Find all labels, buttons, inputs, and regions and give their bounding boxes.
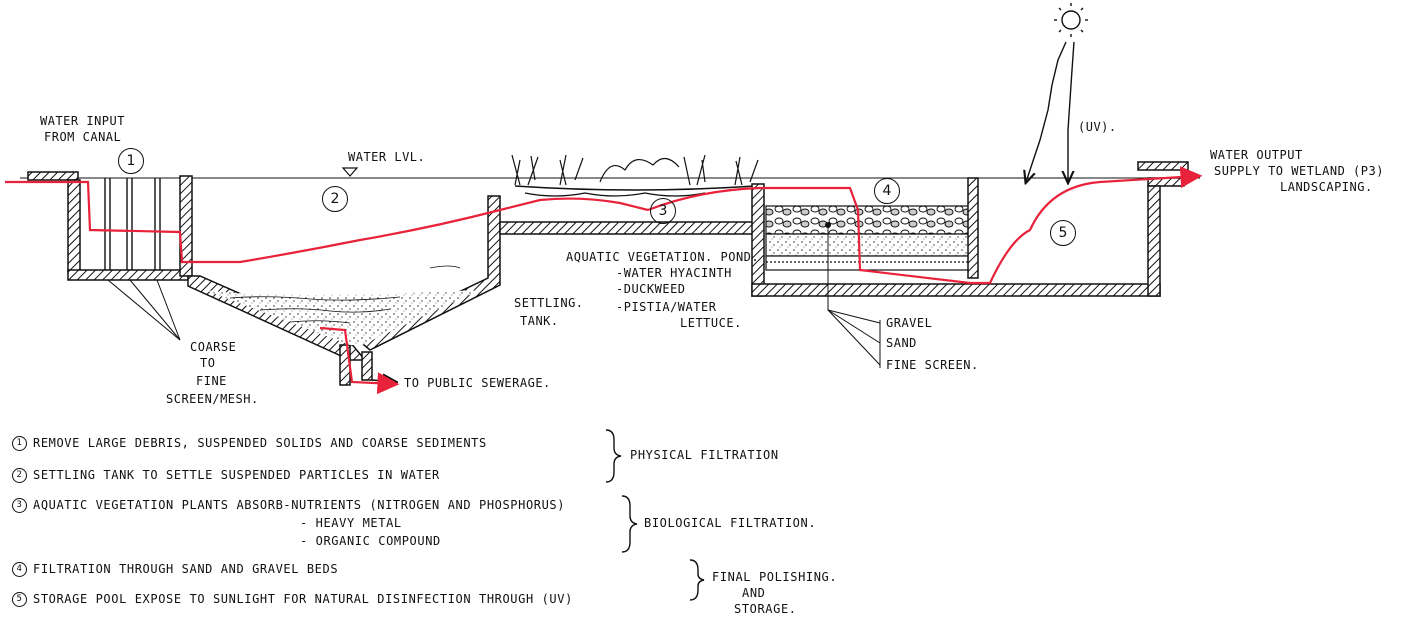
final-and-label: AND [742,586,765,600]
biological-filtration-label: BIOLOGICAL FILTRATION. [644,516,816,530]
final-polishing-label: FINAL POLISHING. [712,570,837,584]
final-storage-label: STORAGE. [734,602,797,616]
physical-filtration-label: PHYSICAL FILTRATION [630,448,779,462]
